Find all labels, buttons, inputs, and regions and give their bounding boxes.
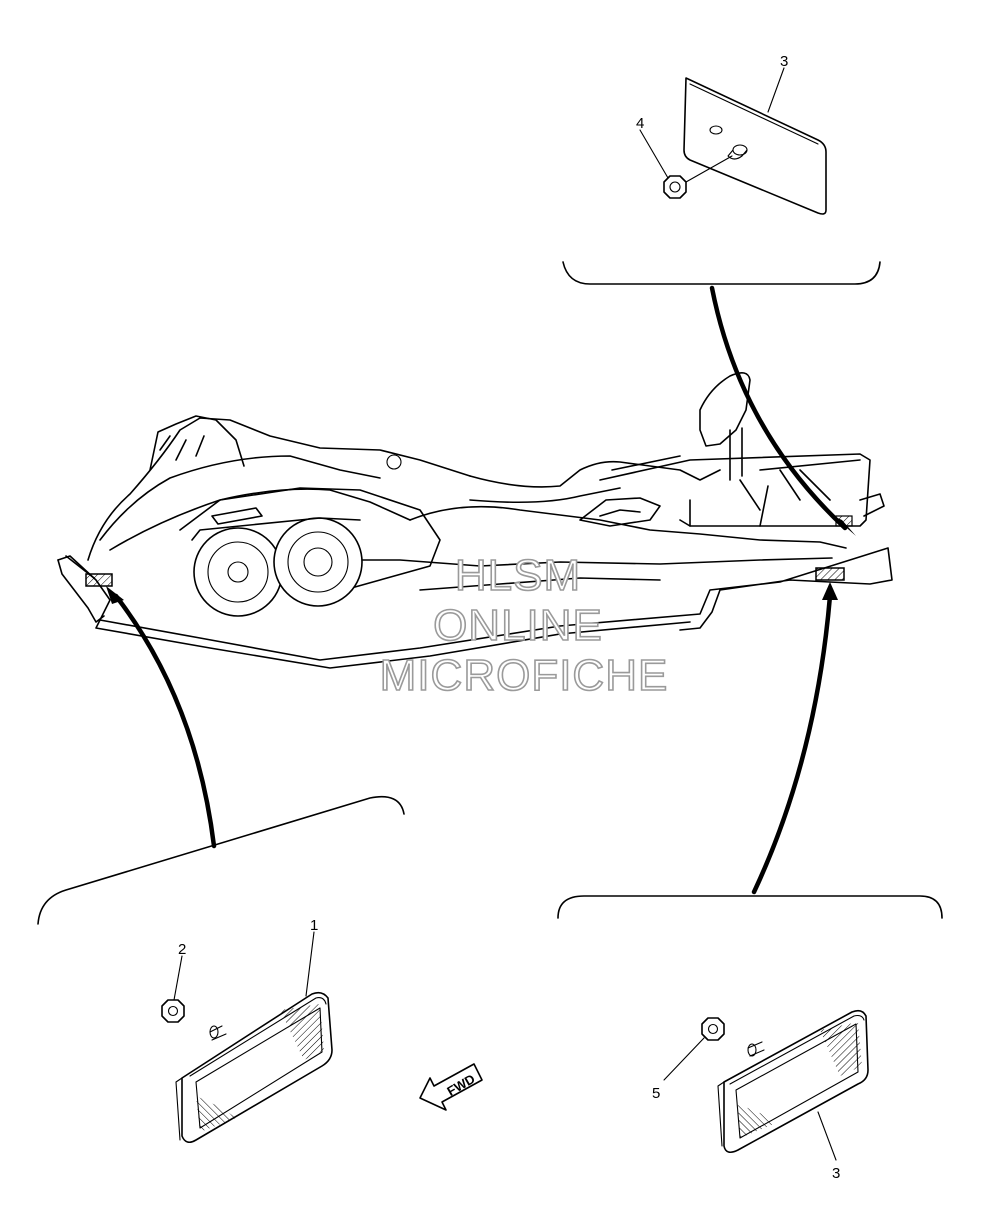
license-plate-reflector [683, 77, 827, 215]
leader-1 [305, 931, 315, 997]
pointer-rear [751, 593, 833, 895]
watermark-line-2: ONLINE [433, 601, 603, 650]
watermark-line-1: HLSM [455, 551, 581, 600]
front-reflector-mark [85, 573, 113, 587]
top-detail-group: 3 4 [562, 53, 881, 285]
leader-3-top [767, 67, 785, 113]
front-reflector-part-1 [175, 991, 333, 1144]
callout-3-top: 3 [780, 53, 788, 70]
rear-detail-group: 5 3 [557, 895, 943, 1182]
nut-part-5 [701, 1017, 725, 1041]
pointer-front [113, 593, 217, 849]
pointer-top-to-rear [709, 285, 848, 531]
leader-3-bottom [817, 1111, 837, 1161]
callout-5: 5 [652, 1085, 660, 1102]
snowmobile-body [57, 372, 893, 669]
pointer-rear-arrowhead [822, 582, 838, 600]
callout-2: 2 [178, 941, 186, 958]
leader-nut-to-stud [685, 155, 733, 183]
drive-clutch-rollers [191, 517, 363, 617]
front-detail-group: 2 1 [37, 795, 405, 1144]
pointer-front-arrowhead [106, 586, 124, 604]
nut-part-4 [663, 175, 687, 199]
leader-4 [639, 129, 669, 179]
callout-1: 1 [310, 917, 318, 934]
watermark-line-3: MICROFICHE [380, 651, 669, 700]
leader-5 [663, 1037, 705, 1081]
detail-frame-left [37, 795, 405, 925]
rear-plate-mark [835, 515, 853, 527]
fwd-arrow: FWD [419, 1063, 483, 1111]
detail-frame-right [557, 895, 943, 919]
rear-reflector-mark [815, 567, 845, 581]
callout-3-bottom: 3 [832, 1165, 840, 1182]
watermark: HLSM ONLINE MICROFICHE [379, 550, 669, 701]
rear-reflector-part-3 [717, 1009, 869, 1154]
nut-part-2 [161, 999, 185, 1023]
callout-4: 4 [636, 115, 644, 132]
detail-frame-top [562, 261, 881, 285]
leader-2 [173, 955, 183, 1001]
